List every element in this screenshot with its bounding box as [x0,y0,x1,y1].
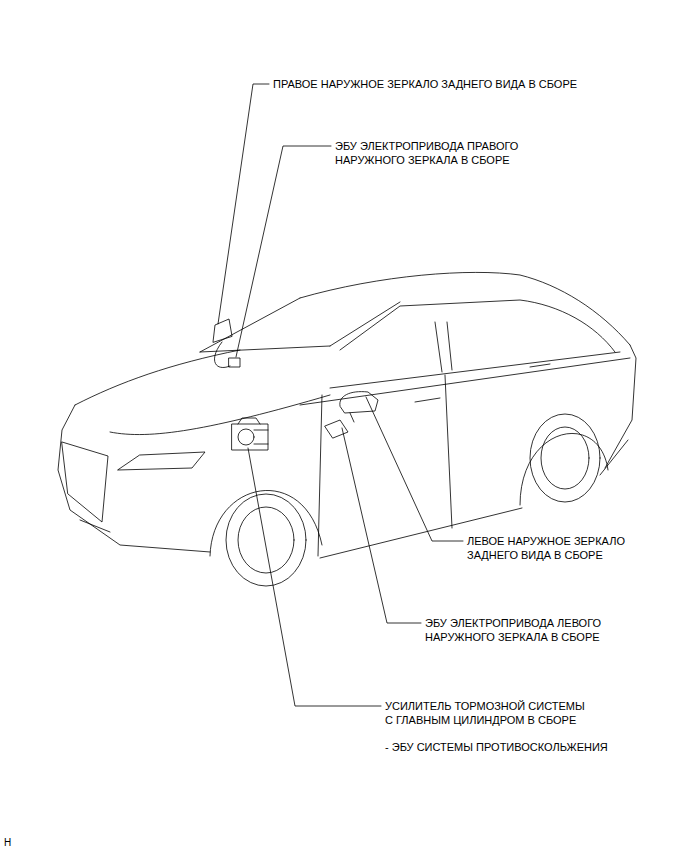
part-label: УСИЛИТЕЛЬ ТОРМОЗНОЙ СИСТЕМЫ С ГЛАВНЫМ ЦИ… [385,699,590,727]
part-note: - ЭБУ СИСТЕМЫ ПРОТИВОСКОЛЬЖЕНИЯ [385,740,608,754]
front-rim [238,507,294,573]
part-label: ПРАВОЕ НАРУЖНОЕ ЗЕРКАЛО ЗАДНЕГО ВИДА В С… [273,77,577,91]
leader-line [218,84,269,324]
wire [214,342,230,368]
door-handle [415,398,440,402]
front-bumper [58,405,210,552]
rear-rim [541,427,589,489]
leader-line [248,448,381,706]
door-handle [530,364,550,367]
grille [62,442,108,522]
right-mirror [213,319,232,342]
hood-edge [75,350,240,405]
b-pillar [447,322,452,370]
mirror-base [350,413,354,422]
rear-wheel [530,414,600,502]
leader-line [342,428,421,623]
door-line [445,375,452,528]
left-mirror-ecu [325,420,348,438]
brake-booster [238,418,268,444]
belt-line [330,352,620,388]
roof [300,272,630,345]
part-label: ЭБУ ЭЛЕКТРОПРИВОДА ПРАВОГО НАРУЖНОГО ЗЕР… [335,139,540,167]
part-label: ЛЕВОЕ НАРУЖНОЕ ЗЕРКАЛО ЗАДНЕГО ВИДА В СБ… [467,534,649,562]
rear-bumper [600,440,628,475]
headlight [118,452,205,470]
wheel-arch [520,433,608,505]
b-pillar [435,322,442,372]
fog-light [80,520,110,532]
figure-code: H [4,836,11,850]
fender-line [110,395,330,435]
part-label: ЭБУ ЭЛЕКТРОПРИВОДА ЛЕВОГО НАРУЖНОГО ЗЕРК… [425,616,630,644]
brake-booster [232,424,268,450]
cowl [200,346,330,352]
a-pillar [200,298,300,352]
leader-line [236,146,331,357]
brake-booster [238,429,254,445]
front-wheel [226,494,306,586]
a-pillar [330,302,400,346]
right-mirror-ecu [229,358,240,367]
leader-line [366,397,463,541]
side-line [300,358,630,405]
window-frame [340,300,615,352]
